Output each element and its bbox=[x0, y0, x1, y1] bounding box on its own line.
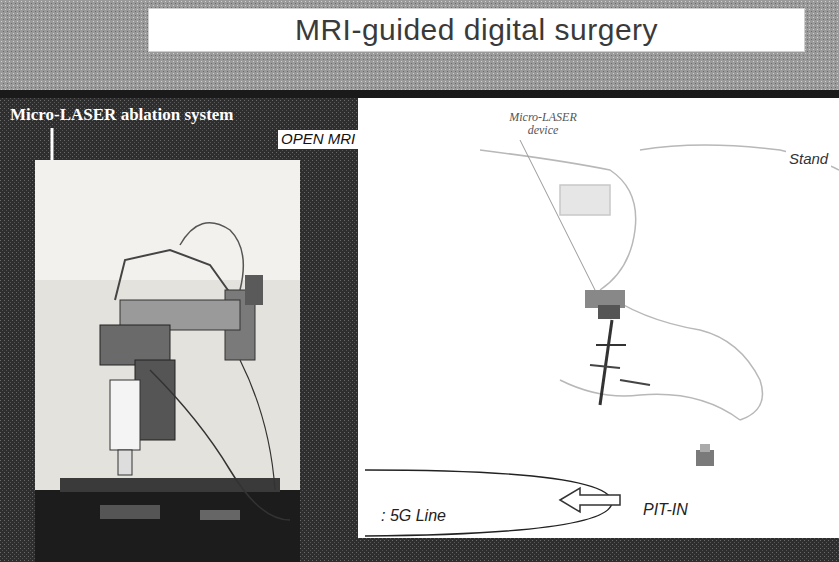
title-box: MRI-guided digital surgery bbox=[148, 8, 805, 52]
pit-in-label: PIT-IN bbox=[640, 500, 691, 520]
header-band bbox=[0, 0, 839, 90]
header-rule bbox=[0, 90, 839, 98]
footer-band bbox=[0, 540, 839, 562]
pit-in-arrow bbox=[560, 488, 620, 512]
slide-title: MRI-guided digital surgery bbox=[295, 13, 658, 47]
diagram-panel bbox=[358, 98, 839, 538]
laser-device-sketch bbox=[520, 140, 650, 405]
open-mri-label: OPEN MRI bbox=[278, 130, 358, 149]
open-mri-sketch bbox=[480, 145, 839, 420]
device-label: Micro-LASER device bbox=[505, 110, 581, 138]
device-photo bbox=[35, 160, 300, 562]
stand-label: Stand bbox=[786, 150, 831, 169]
photo-base bbox=[35, 540, 300, 562]
pit-in-unit-icon bbox=[696, 444, 714, 466]
system-label: Micro-LASER ablation system bbox=[10, 106, 234, 125]
5g-line-label: : 5G Line bbox=[378, 506, 449, 526]
